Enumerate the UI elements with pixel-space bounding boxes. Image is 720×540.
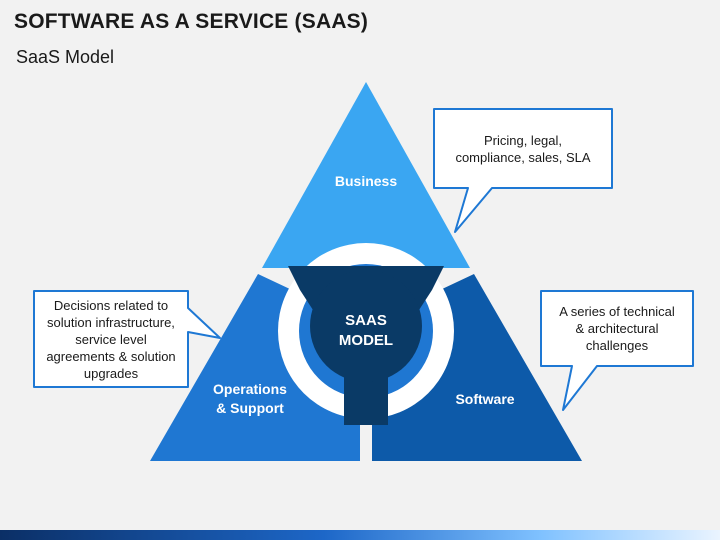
- center-hub-core: [310, 270, 422, 382]
- callout-operations-line: Decisions related to: [53, 297, 169, 313]
- segment-operations-label-line1: Operations: [213, 381, 287, 397]
- segment-business-label: Business: [335, 173, 397, 189]
- segment-operations-label-line2: & Support: [216, 400, 284, 416]
- segment-business: [262, 82, 470, 268]
- page-subtitle: SaaS Model: [16, 47, 115, 67]
- callout-business-line: compliance, sales, SLA: [455, 149, 591, 165]
- callout-business-box: [433, 108, 613, 233]
- segment-software-label: Software: [455, 391, 514, 407]
- bottom-accent-bar: [0, 530, 720, 540]
- callout-software-line: & architectural: [575, 321, 659, 336]
- callout-operations-line: upgrades: [83, 365, 139, 381]
- callout-software-box: [540, 290, 694, 411]
- callout-business: Pricing, legal, compliance, sales, SLA: [436, 111, 610, 186]
- callout-operations-line: service level: [75, 331, 147, 347]
- center-label-line2: MODEL: [339, 332, 393, 349]
- callout-software-line: challenges: [585, 338, 649, 353]
- page-title: SOFTWARE AS A SERVICE (SAAS): [14, 10, 369, 33]
- center-label-line1: SAAS: [345, 312, 387, 329]
- callout-operations-line: solution infrastructure,: [47, 314, 175, 330]
- callout-business-line: Pricing, legal,: [483, 132, 563, 148]
- callout-operations: Decisions related to solution infrastruc…: [36, 293, 186, 385]
- callout-operations-box: [33, 290, 221, 388]
- callout-operations-line: agreements & solution: [46, 348, 176, 364]
- callout-software-line: A series of technical: [559, 304, 675, 319]
- callout-software: A series of technical & architectural ch…: [543, 293, 691, 364]
